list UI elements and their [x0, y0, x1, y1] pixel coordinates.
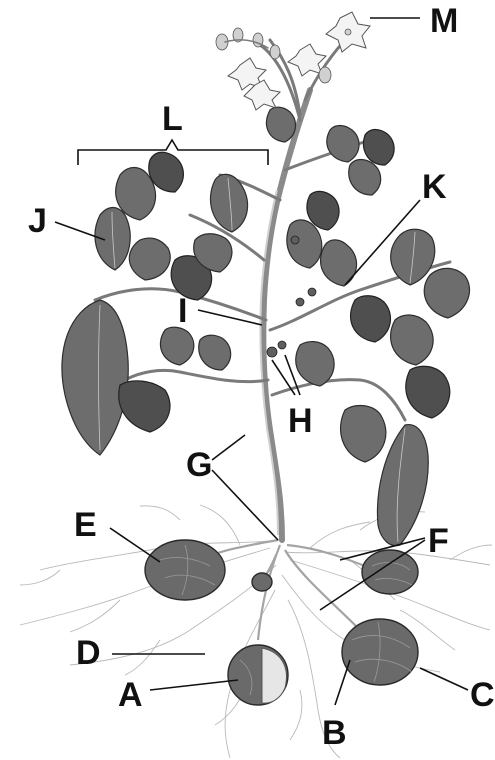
label-d: D	[76, 634, 101, 672]
leaf	[62, 300, 128, 455]
label-l: L	[162, 100, 183, 138]
leaf	[266, 107, 295, 142]
label-g: G	[186, 446, 212, 484]
leaf	[199, 335, 231, 370]
leaf	[327, 126, 359, 163]
tuber-a-cut	[228, 645, 288, 705]
leaf	[119, 381, 170, 432]
label-a: A	[118, 676, 143, 714]
label-j: J	[28, 202, 47, 240]
leaf	[341, 405, 386, 462]
label-k: K	[422, 168, 447, 206]
label-m: M	[430, 2, 458, 40]
flower	[326, 12, 370, 52]
leader-a	[150, 680, 238, 690]
leader-b	[335, 660, 350, 705]
tubers	[145, 540, 418, 705]
leader-g-2	[212, 470, 278, 540]
leaf	[351, 296, 391, 342]
tuber-f	[362, 550, 418, 594]
label-f: F	[428, 522, 449, 560]
leaf	[364, 129, 395, 165]
leaf	[377, 425, 428, 546]
leader-e	[110, 528, 160, 562]
leaf	[424, 268, 469, 318]
leader-g-1	[212, 435, 245, 460]
leaf	[406, 366, 450, 418]
leader-c	[420, 668, 468, 690]
tuber-e	[145, 540, 225, 600]
tuber-small	[252, 573, 272, 591]
leaf	[391, 315, 434, 365]
leaf	[129, 238, 170, 280]
label-e: E	[74, 506, 97, 544]
leaf	[287, 220, 322, 268]
leader-i	[198, 310, 262, 325]
label-h: H	[288, 402, 313, 440]
leaf	[349, 159, 381, 195]
tuber-b	[342, 619, 418, 685]
label-c: C	[470, 676, 495, 714]
leaf	[160, 327, 193, 365]
label-i: I	[178, 292, 187, 330]
label-b: B	[322, 714, 347, 752]
leaf	[296, 342, 334, 386]
